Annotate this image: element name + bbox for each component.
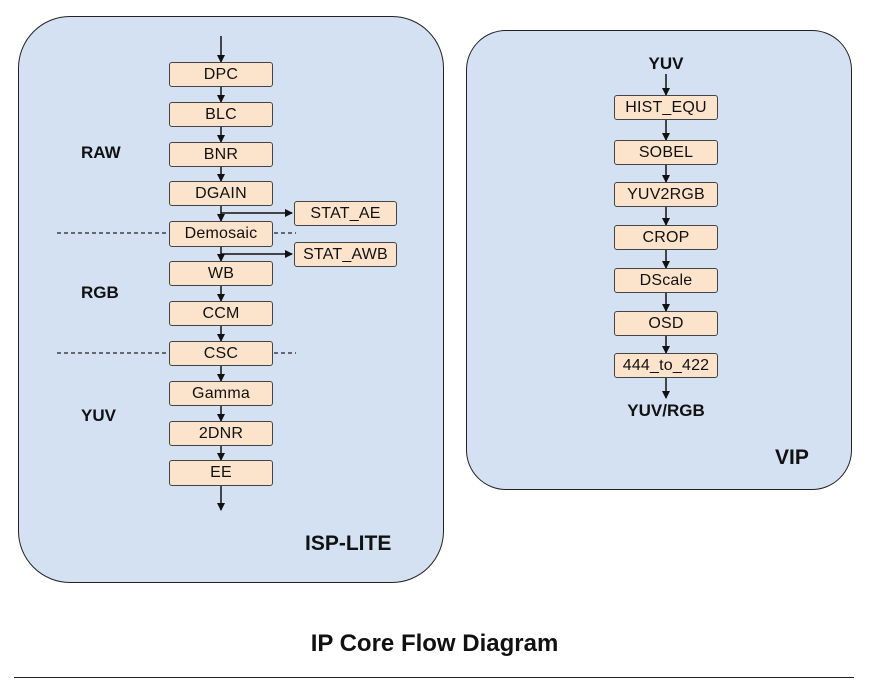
rgb-domain-label: RGB [81, 283, 119, 302]
dpc-block: DPC [169, 62, 273, 87]
csc-block: CSC [169, 341, 273, 366]
isp-lite-title: ISP-LITE [305, 532, 392, 555]
vip-title: VIP [775, 446, 809, 469]
raw-domain-label: RAW [81, 143, 121, 162]
hist-equ-block: HIST_EQU [614, 95, 718, 120]
dgain-block: DGAIN [169, 181, 273, 206]
vip-output-label: YUV/RGB [627, 401, 705, 420]
yuv-domain-label: YUV [81, 406, 116, 425]
stat-ae-block: STAT_AE [294, 201, 397, 226]
demosaic-block: Demosaic [169, 221, 273, 247]
yuv2rgb-block: YUV2RGB [614, 182, 718, 207]
2dnr-block: 2DNR [169, 421, 273, 446]
dscale-block: DScale [614, 268, 718, 293]
vip-input-label: YUV [648, 54, 684, 73]
bottom-rule [14, 677, 854, 678]
sobel-block: SOBEL [614, 140, 718, 165]
stat-awb-block: STAT_AWB [294, 242, 397, 267]
bnr-block: BNR [169, 142, 273, 167]
ccm-block: CCM [169, 301, 273, 326]
blc-block: BLC [169, 102, 273, 127]
osd-block: OSD [614, 311, 718, 336]
ee-block: EE [169, 460, 273, 486]
diagram-title: IP Core Flow Diagram [310, 630, 559, 657]
444-to-422-block: 444_to_422 [614, 353, 718, 378]
wb-block: WB [169, 261, 273, 286]
gamma-block: Gamma [169, 381, 273, 406]
crop-block: CROP [614, 225, 718, 250]
